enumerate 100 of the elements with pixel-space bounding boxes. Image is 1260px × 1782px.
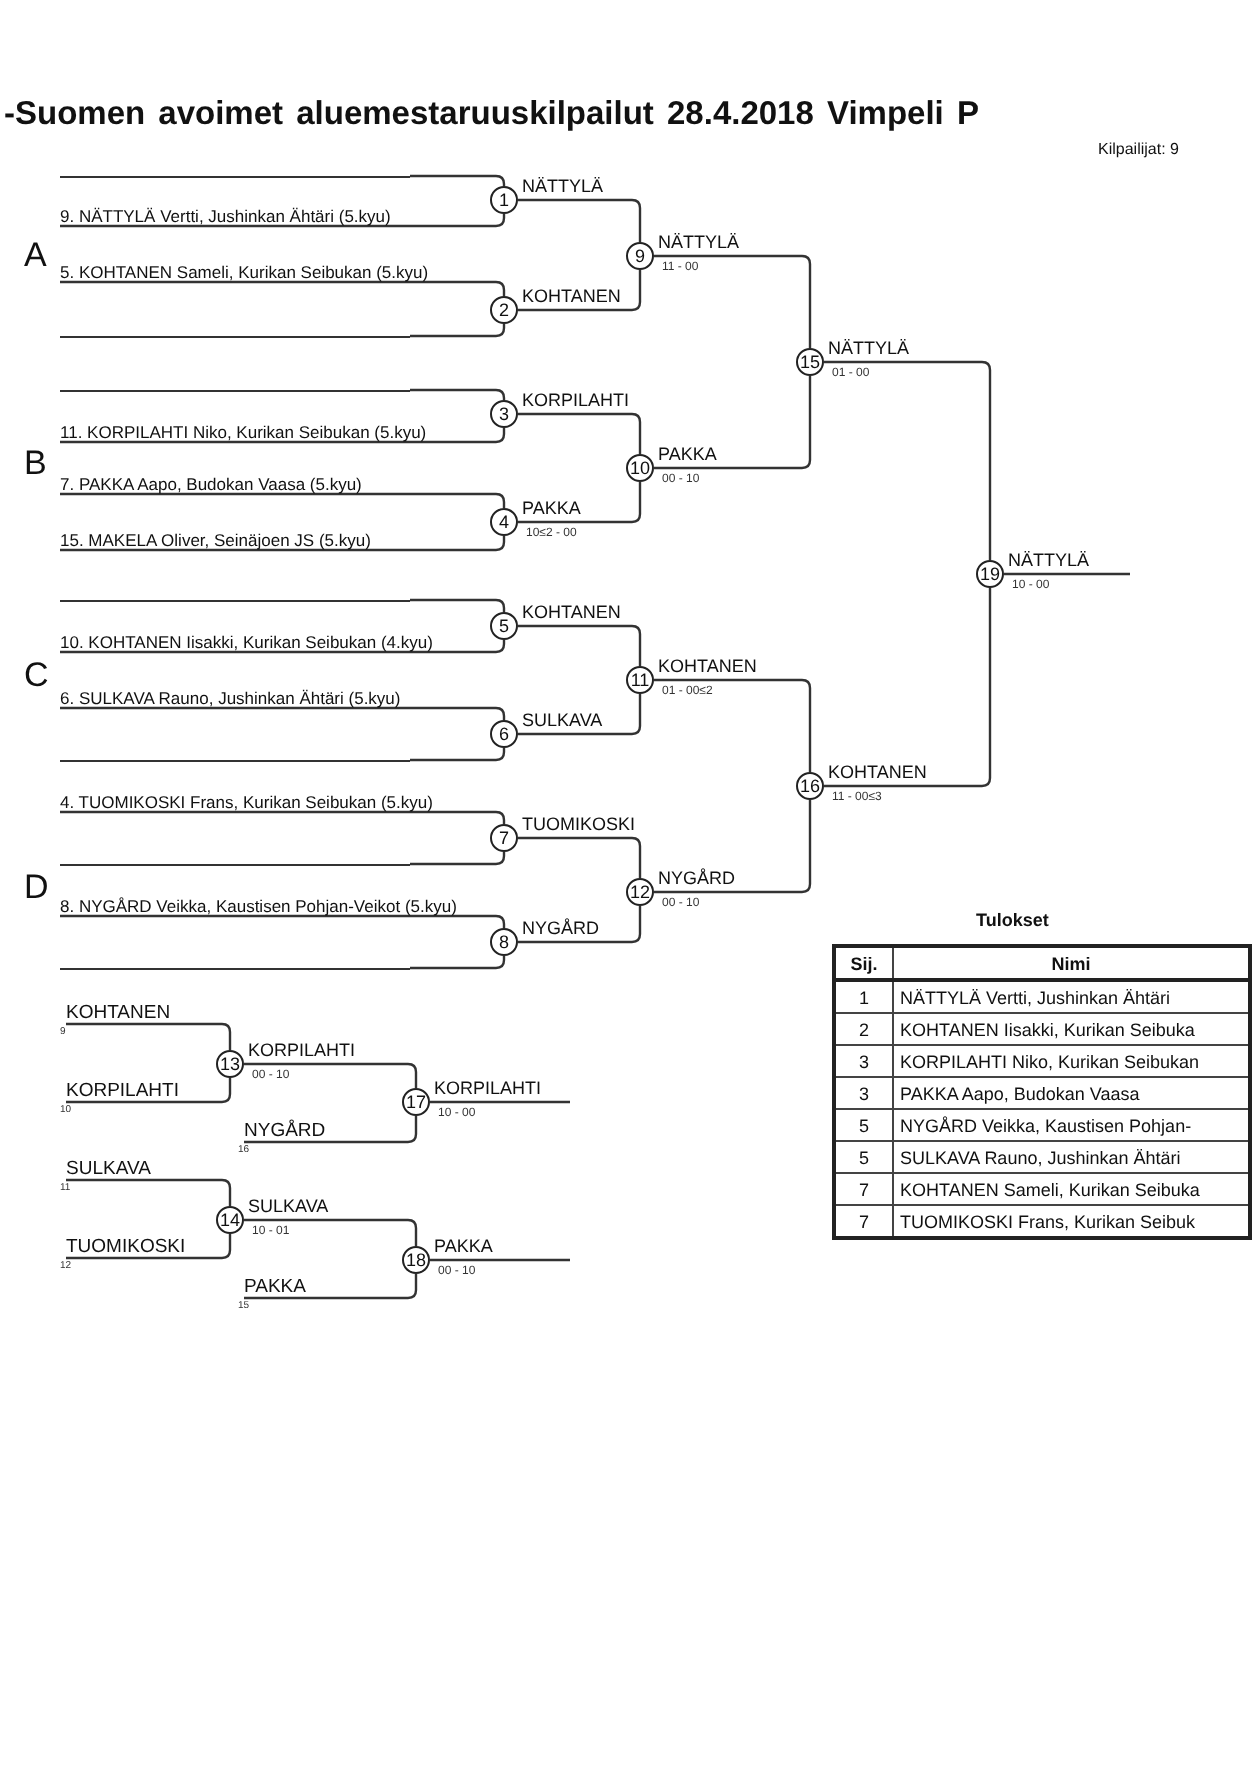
bracket-line: [410, 598, 506, 612]
bracket-line: [60, 428, 506, 444]
bracket-line: [410, 956, 506, 970]
bracket-line: [1004, 572, 1130, 576]
rank-cell: 7: [834, 1173, 893, 1205]
competitor-name: KOHTANEN: [66, 1002, 171, 1024]
rank-cell: 3: [834, 1077, 893, 1109]
winner-name: NÄTTYLÄ: [658, 232, 740, 252]
bracket-line: [654, 678, 812, 772]
winner-name: KOHTANEN: [522, 286, 621, 306]
bracket-line: [60, 536, 506, 552]
empty-slot-line: [60, 175, 410, 177]
competitor-name: 10. KOHTANEN Iisakki, Kurikan Seibukan (4.kyu): [60, 632, 433, 652]
bracket-line: [518, 624, 642, 666]
competitor-name: NYGÅRD: [244, 1120, 326, 1142]
bracket-line: [244, 1274, 418, 1300]
bracket-line: [60, 280, 506, 296]
competitor-name: SULKAVA: [66, 1158, 151, 1180]
winner-name: PAKKA: [434, 1236, 493, 1256]
match-number: 11: [626, 666, 654, 694]
match-number: 17: [402, 1088, 430, 1116]
match-number: 9: [626, 242, 654, 270]
winner-name: SULKAVA: [522, 710, 603, 730]
winner-name: KORPILAHTI: [522, 390, 630, 410]
bracket-line: [66, 1178, 232, 1206]
bracket-line: [430, 1258, 570, 1262]
winner-name: NYGÅRD: [658, 868, 736, 888]
pool-letter: A: [24, 236, 47, 276]
rank-cell: 5: [834, 1141, 893, 1173]
winner-name: PAKKA: [658, 444, 717, 464]
winner-name: TUOMIKOSKI: [522, 814, 636, 834]
winner-name: KORPILAHTI: [248, 1040, 356, 1060]
bracket-line: [518, 270, 642, 312]
empty-slot-line: [60, 599, 410, 601]
bracket-line: [824, 588, 992, 788]
table-title: Tulokset: [976, 910, 1049, 930]
winner-name: KOHTANEN: [522, 602, 621, 622]
bracket-line: [60, 914, 506, 928]
pool-letter: C: [24, 656, 49, 696]
bracket-line: [66, 1234, 232, 1260]
bracket-line: [824, 360, 992, 560]
competitor-name: 15. MAKELA Oliver, Seinäjoen JS (5.kyu): [60, 530, 371, 550]
bracket-line: [654, 376, 812, 470]
bracket-line: [60, 810, 506, 824]
bracket-line: [410, 748, 506, 762]
empty-slot-line: [60, 389, 410, 391]
match-number: 15: [796, 348, 824, 376]
competitor-name: 11. KORPILAHTI Niko, Kurikan Seibukan (5.kyu): [60, 422, 427, 442]
winner-name: SULKAVA: [248, 1196, 329, 1216]
empty-slot-line: [60, 335, 410, 337]
competitor-name: 4. TUOMIKOSKI Frans, Kurikan Seibukan (5.kyu): [60, 792, 433, 812]
bracket-line: [244, 1062, 418, 1088]
bracket-line: [244, 1116, 418, 1144]
match-number: 2: [490, 296, 518, 324]
bracket-line: [66, 1022, 232, 1050]
bracket-line: [410, 174, 506, 186]
rank-cell: 3: [834, 1045, 893, 1077]
rank-cell: 2: [834, 1013, 893, 1045]
bracket-line: [430, 1100, 570, 1104]
bracket-line: [518, 412, 642, 454]
match-number: 16: [796, 772, 824, 800]
bracket-line: [410, 388, 506, 400]
match-number: 10: [626, 454, 654, 482]
match-number: 14: [216, 1206, 244, 1234]
bracket-line: [518, 198, 642, 242]
competitor-name: TUOMIKOSKI: [66, 1236, 186, 1258]
match-number: 12: [626, 878, 654, 906]
match-number: 19: [976, 560, 1004, 588]
rank-cell: 1: [834, 980, 893, 1013]
match-number: 7: [490, 824, 518, 852]
match-number: 6: [490, 720, 518, 748]
winner-name: KOHTANEN: [828, 762, 927, 782]
winner-name: PAKKA: [522, 498, 581, 518]
competitor-name: 9. NÄTTYLÄ Vertti, Jushinkan Ähtäri (5.kyu): [60, 206, 391, 226]
empty-slot-line: [60, 759, 410, 761]
bracket-line: [60, 492, 506, 508]
competitor-name: 5. KOHTANEN Sameli, Kurikan Seibukan (5.kyu): [60, 262, 429, 282]
bracket-line: [518, 836, 642, 878]
winner-name: KOHTANEN: [658, 656, 757, 676]
bracket-line: [60, 640, 506, 654]
pool-letter: D: [24, 868, 49, 908]
winner-name: NÄTTYLÄ: [1008, 550, 1090, 570]
match-number: 8: [490, 928, 518, 956]
bracket-line: [518, 482, 642, 524]
winner-name: NYGÅRD: [522, 918, 600, 938]
empty-slot-line: [60, 967, 410, 969]
competitor-name: 7. PAKKA Aapo, Budokan Vaasa (5.kyu): [60, 474, 362, 494]
competitor-name: 6. SULKAVA Rauno, Jushinkan Ähtäri (5.kyu): [60, 688, 401, 708]
bracket-line: [654, 800, 812, 894]
bracket-line: [244, 1218, 418, 1246]
bracket-line: [654, 254, 812, 348]
winner-name: NÄTTYLÄ: [522, 176, 604, 196]
bracket-line: [60, 214, 506, 228]
empty-slot-line: [60, 863, 410, 865]
title: -Suomen avoimet aluemestaruuskilpailut 28.4.2018 Vimpeli P: [4, 96, 979, 134]
competitor-count: Kilpailijat: 9: [1098, 140, 1179, 158]
pool-letter: B: [24, 444, 47, 484]
match-number: 4: [490, 508, 518, 536]
bracket-line: [66, 1078, 232, 1104]
rank-cell: 5: [834, 1109, 893, 1141]
